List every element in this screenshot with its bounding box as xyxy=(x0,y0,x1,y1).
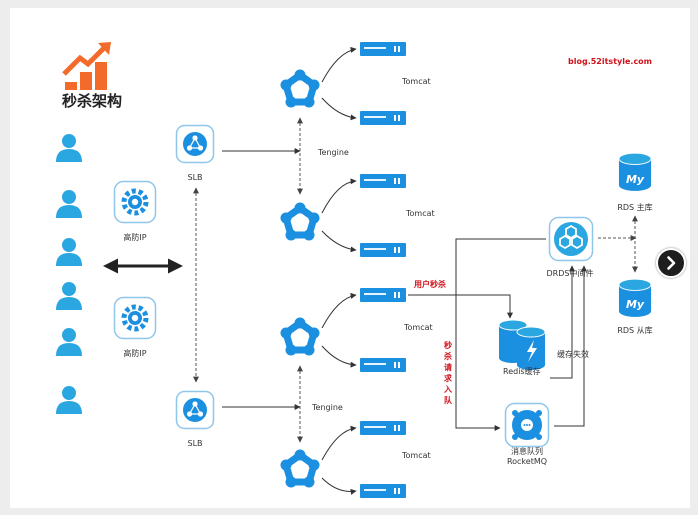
cache-miss-arrow xyxy=(550,265,575,379)
users xyxy=(56,134,82,414)
user-icon xyxy=(56,328,82,356)
server-icon xyxy=(360,111,406,125)
tengine-label-2: Tengine xyxy=(311,403,343,412)
server-icon xyxy=(360,484,406,498)
tomcat-label-2: Tomcat xyxy=(405,209,435,218)
rds-main-label: RDS 主库 xyxy=(617,202,652,212)
tomcat-links xyxy=(321,46,357,495)
drds-middleware-icon xyxy=(548,216,594,262)
user-icon xyxy=(56,134,82,162)
svg-text:秒: 秒 xyxy=(444,340,452,350)
gear-shield-icon xyxy=(115,182,156,223)
diagram-canvas: 秒杀架构 blog.52itstyle.com 高防IP 高防IP SLB SL… xyxy=(10,8,690,508)
mysql-logo-1: My xyxy=(626,173,645,186)
redis-label: Redis缓存 xyxy=(503,366,541,376)
server-icon xyxy=(360,421,406,435)
next-slide-button[interactable] xyxy=(656,248,686,278)
gear-shield-icon xyxy=(115,298,156,339)
svg-text:杀: 杀 xyxy=(444,351,452,361)
server-icon xyxy=(360,243,406,257)
user-seckill-label: 用户秒杀 xyxy=(413,279,446,289)
tengine-cluster-icon xyxy=(281,318,320,356)
gaofang-label-1: 高防IP xyxy=(123,232,146,242)
user-icon xyxy=(56,238,82,266)
server-icon xyxy=(360,174,406,188)
user-icon xyxy=(56,282,82,310)
cache-fail-label: 缓存失效 xyxy=(557,349,589,359)
tomcat-label-3: Tomcat xyxy=(403,323,433,332)
trend-chart-icon xyxy=(62,42,111,90)
chevron-right-icon xyxy=(667,256,676,270)
enqueue-path xyxy=(455,238,546,431)
tengine-cluster-icon xyxy=(281,450,320,488)
svg-text:入: 入 xyxy=(443,385,452,394)
server-icon xyxy=(360,288,406,302)
drds-label: DRDS中间件 xyxy=(547,268,594,278)
logo xyxy=(62,42,111,90)
redis-cache-icon xyxy=(498,319,546,370)
tengine-label-1: Tengine xyxy=(317,148,349,157)
server-icon xyxy=(360,358,406,372)
mq-label-1: 消息队列 xyxy=(511,446,543,456)
architecture-diagram: 秒杀架构 blog.52itstyle.com 高防IP 高防IP SLB SL… xyxy=(56,42,653,498)
slb-label-1: SLB xyxy=(187,173,202,182)
mq-drds-arrow xyxy=(554,265,587,427)
enqueue-label: 秒 杀 请 求 入 队 xyxy=(443,340,453,405)
mq-label-2: RocketMQ xyxy=(507,457,547,466)
tengine-cluster-icon xyxy=(281,203,320,241)
load-balancer-icon xyxy=(175,390,215,430)
tomcat-label-1: Tomcat xyxy=(401,77,431,86)
load-balancer-icon xyxy=(175,124,215,164)
user-icon xyxy=(56,386,82,414)
tomcat-label-4: Tomcat xyxy=(401,451,431,460)
watermark: blog.52itstyle.com xyxy=(568,57,652,66)
svg-text:队: 队 xyxy=(444,395,453,405)
svg-text:求: 求 xyxy=(444,373,453,383)
page-title: 秒杀架构 xyxy=(62,92,122,110)
rds-slave-label: RDS 从库 xyxy=(617,325,652,335)
slb-label-2: SLB xyxy=(187,439,202,448)
gaofang-label-2: 高防IP xyxy=(123,348,146,358)
message-queue-icon xyxy=(504,402,550,448)
mysql-logo-2: My xyxy=(626,298,645,311)
svg-text:请: 请 xyxy=(444,362,452,372)
seckill-redis-arrow xyxy=(408,294,513,319)
user-icon xyxy=(56,190,82,218)
server-icon xyxy=(360,42,406,56)
tengine-cluster-icon xyxy=(281,70,320,108)
